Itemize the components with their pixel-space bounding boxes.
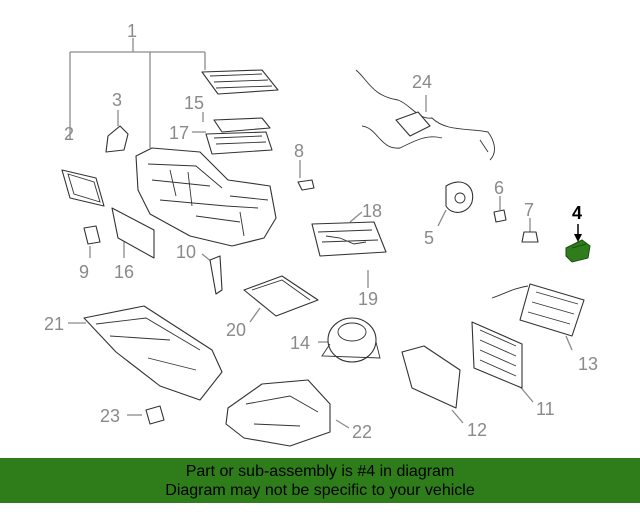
callout-5: 5 — [424, 228, 434, 248]
part-2-seal — [61, 169, 105, 207]
callout-10: 10 — [176, 242, 196, 262]
callout-6: 6 — [494, 178, 504, 198]
callout-17: 17 — [169, 123, 189, 143]
callout-13: 13 — [578, 354, 598, 374]
callout-19: 19 — [358, 289, 378, 309]
part-13-evaporator — [491, 283, 585, 337]
part-21-lower-case — [83, 305, 223, 401]
callout-24: 24 — [412, 72, 432, 92]
callout-22: 22 — [352, 422, 372, 442]
part-7-sensor — [521, 231, 539, 243]
part-17-filter — [205, 117, 273, 155]
callout-12: 12 — [467, 420, 487, 440]
part-24-harness — [355, 69, 495, 161]
info-banner: Part or sub-assembly is #4 in diagram Di… — [0, 458, 640, 503]
part-20-tray — [243, 275, 319, 317]
part-16-filter — [111, 207, 155, 259]
part-10-rod — [209, 255, 223, 295]
callout-7: 7 — [524, 200, 534, 220]
callout-16: 16 — [114, 262, 134, 282]
part-9-clip — [83, 225, 101, 245]
part-12-housing — [401, 345, 461, 409]
callout-3: 3 — [112, 90, 122, 110]
part-22-duct — [225, 379, 331, 447]
part-23-connector — [145, 405, 165, 425]
callout-20: 20 — [226, 320, 246, 340]
callout-numbers: 1 2 3 4 5 6 7 8 9 10 11 12 13 14 15 16 1… — [44, 21, 598, 442]
part-4-highlighted — [565, 239, 591, 263]
parts-diagram: 1 2 3 4 5 6 7 8 9 10 11 12 13 14 15 16 1… — [44, 21, 598, 447]
part-8-clip — [297, 179, 315, 191]
callout-18: 18 — [362, 201, 382, 221]
callout-4-arrow — [574, 224, 582, 242]
part-6-pin — [493, 209, 507, 223]
callout-11: 11 — [536, 399, 555, 419]
part-5-actuator — [445, 181, 474, 213]
callout-8: 8 — [294, 141, 304, 161]
part-14-blower — [321, 317, 381, 363]
callout-4: 4 — [572, 203, 582, 223]
part-11-heater-core — [471, 321, 523, 389]
callout-2: 2 — [64, 124, 74, 144]
part-15-filter-tray — [201, 69, 279, 95]
banner-line-2: Diagram may not be specific to your vehi… — [165, 482, 475, 499]
banner-line-1: Part or sub-assembly is #4 in diagram — [185, 463, 455, 480]
callout-15: 15 — [184, 93, 204, 113]
part-1-heater-case — [135, 147, 277, 247]
part-3-bracket — [105, 125, 129, 153]
callout-14: 14 — [290, 333, 310, 353]
callout-23: 23 — [100, 406, 120, 426]
callout-21: 21 — [44, 314, 64, 334]
callout-9: 9 — [79, 262, 89, 282]
part-18-panel — [311, 221, 387, 257]
callout-1: 1 — [127, 21, 137, 41]
